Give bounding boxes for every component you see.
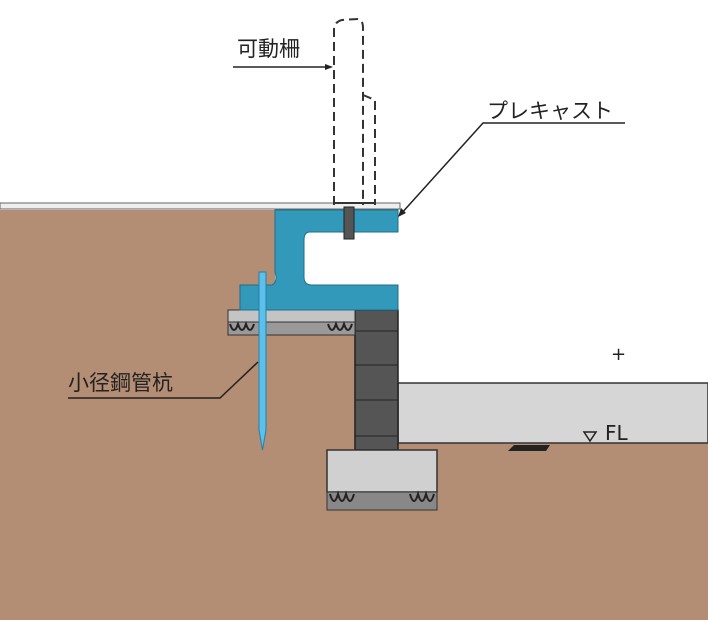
precast-base-slab (227, 309, 356, 336)
precast-label: プレキャスト (487, 99, 613, 123)
fence-arrow-icon (325, 64, 333, 70)
precast-arrow-icon (398, 208, 406, 217)
block-wall (354, 309, 399, 451)
precast-unit (239, 209, 399, 311)
movable-fence (333, 17, 376, 205)
paving-surface (0, 202, 401, 210)
precast-leader (399, 122, 625, 216)
soil (0, 210, 708, 620)
steel-pipe-pile (258, 271, 267, 451)
pile-label: 小径鋼管杭 (68, 371, 173, 395)
floor-slab (397, 382, 708, 444)
floor-level-label: FL (605, 421, 628, 445)
anchor-bolt (343, 206, 355, 240)
footing (326, 449, 438, 511)
pile-leader (68, 361, 259, 399)
cross-mark: + (611, 344, 627, 365)
fl-triangle-icon (582, 431, 598, 443)
fence-label: 可動柵 (237, 37, 300, 61)
ground-hatch (508, 445, 550, 451)
